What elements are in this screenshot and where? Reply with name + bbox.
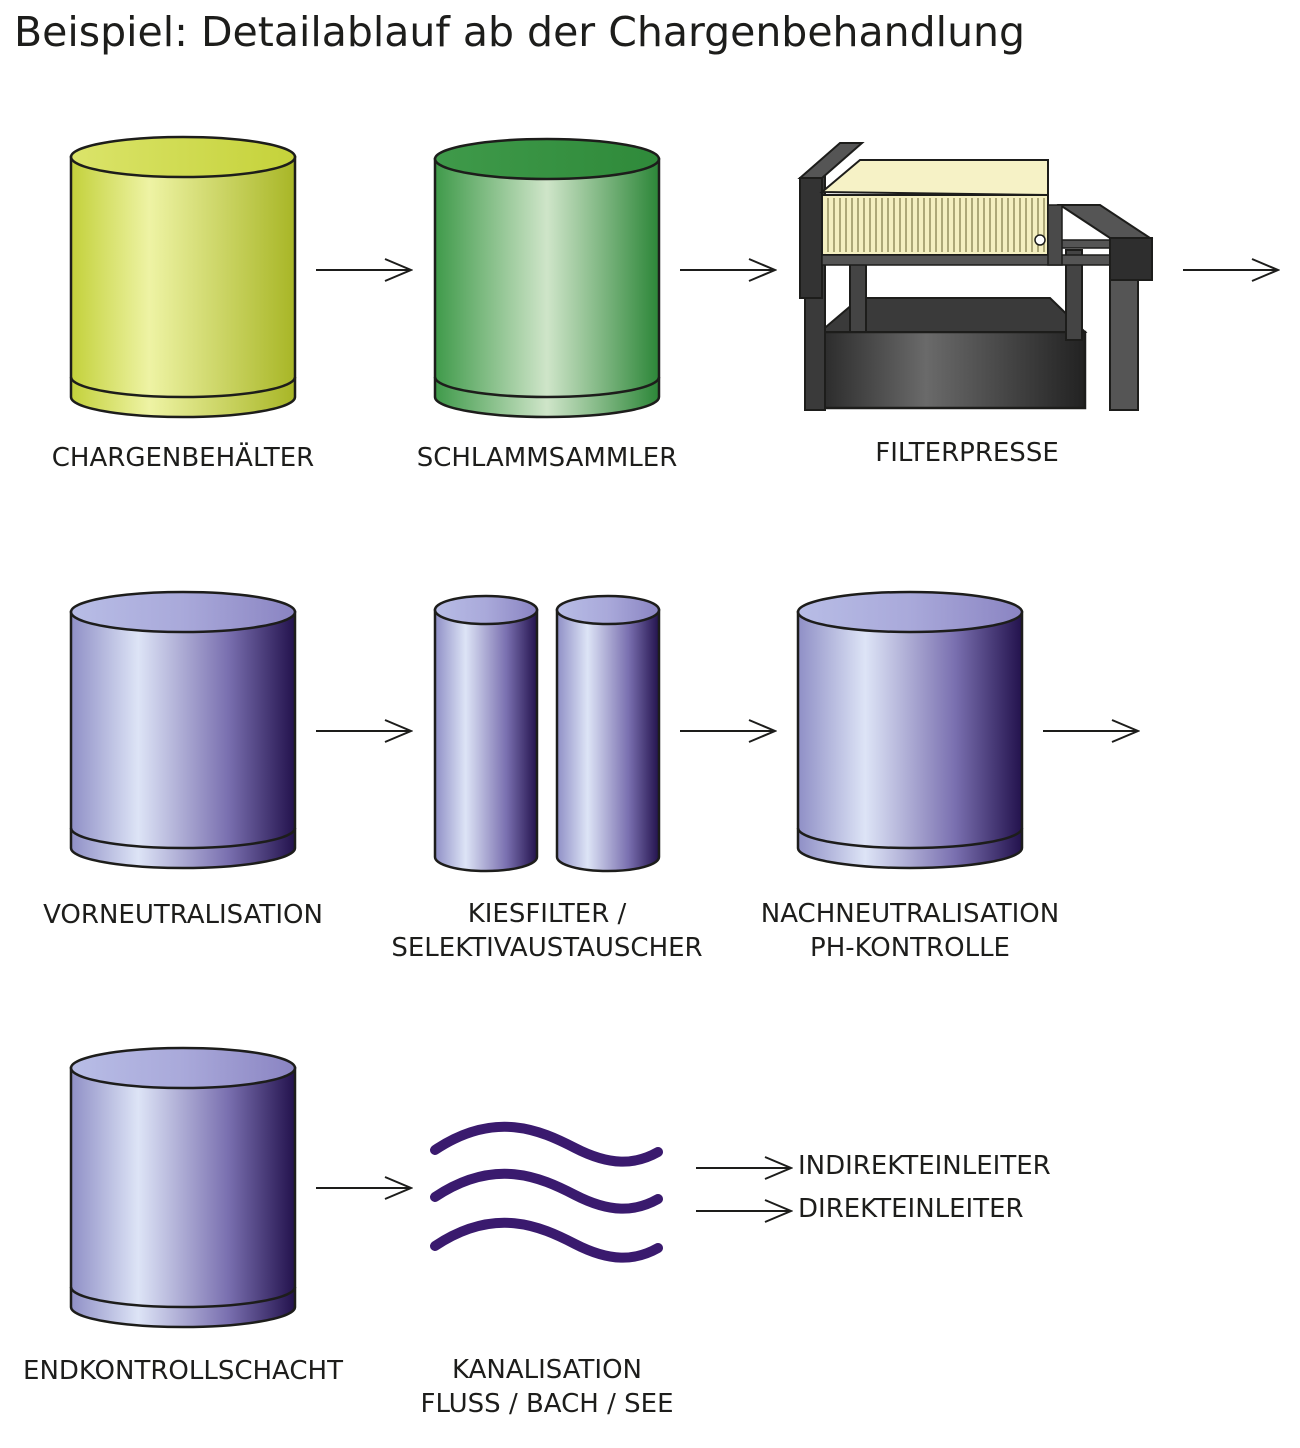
- label-vorneutralisation: VORNEUTRALISATION: [23, 898, 343, 932]
- output-direkteinleiter: DIREKTEINLEITER: [798, 1194, 1024, 1224]
- label-line: KANALISATION: [452, 1355, 642, 1385]
- nachneutralisation-tank: [796, 590, 1024, 870]
- label-line: SCHLAMMSAMMLER: [416, 443, 678, 473]
- label-line: FILTERPRESSE: [875, 438, 1059, 468]
- label-filterpresse: FILTERPRESSE: [817, 436, 1117, 470]
- label-schlammsammler: SCHLAMMSAMMLER: [397, 441, 697, 475]
- label-line: NACHNEUTRALISATION: [760, 899, 1060, 929]
- output-indirekteinleiter: INDIREKTEINLEITER: [798, 1151, 1051, 1181]
- label-chargenbehaelter: CHARGENBEHÄLTER: [33, 441, 333, 475]
- label-line: KIESFILTER /: [467, 899, 627, 929]
- label-endkontrollschacht: ENDKONTROLLSCHACHT: [13, 1354, 353, 1388]
- schlammsammler-tank: [433, 137, 661, 419]
- label-line: ENDKONTROLLSCHACHT: [23, 1356, 343, 1386]
- label-line: PH-KONTROLLE: [810, 933, 1010, 963]
- label-kanalisation: KANALISATION FLUSS / BACH / SEE: [397, 1353, 697, 1421]
- endkontrollschacht-tank: [69, 1046, 297, 1329]
- chargenbehaelter-tank: [69, 135, 297, 419]
- filterpresse-machine: [797, 142, 1154, 411]
- label-line: FLUSS / BACH / SEE: [420, 1389, 674, 1419]
- label-line: VORNEUTRALISATION: [43, 900, 323, 930]
- label-line: SELEKTIVAUSTAUSCHER: [391, 933, 703, 963]
- kanalisation-waves: [430, 1121, 663, 1263]
- kiesfilter-column-left: [433, 594, 539, 873]
- label-nachneutralisation: NACHNEUTRALISATION PH-KONTROLLE: [740, 897, 1080, 965]
- label-kiesfilter: KIESFILTER / SELEKTIVAUSTAUSCHER: [372, 897, 722, 965]
- label-line: CHARGENBEHÄLTER: [51, 443, 315, 473]
- kiesfilter-column-right: [555, 594, 661, 873]
- vorneutralisation-tank: [69, 590, 297, 870]
- page-title: Beispiel: Detailablauf ab der Chargenbeh…: [14, 8, 1026, 56]
